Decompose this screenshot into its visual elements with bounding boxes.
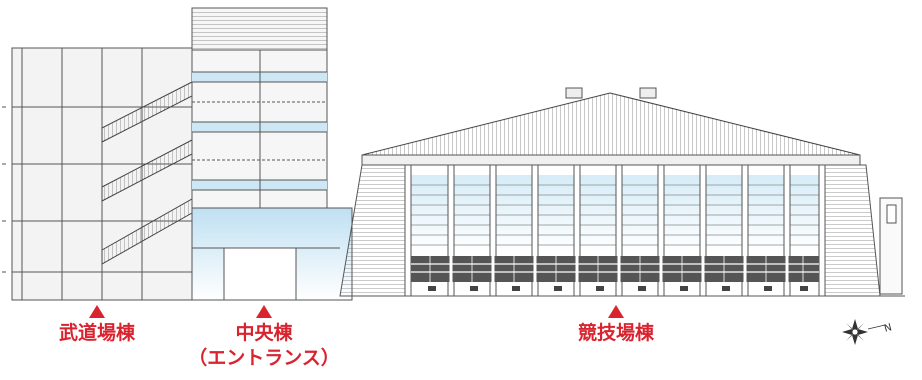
central-building: [191, 7, 353, 301]
arena-marker: [608, 305, 624, 318]
central-sub-label: （エントランス）: [188, 347, 340, 369]
arena-label: 競技場棟: [577, 322, 654, 344]
budo-label: 武道場棟: [58, 322, 135, 344]
central-label: 中央棟: [235, 322, 293, 344]
compass-rose: [842, 319, 886, 345]
budo-building: [2, 47, 193, 301]
budo-marker: [89, 305, 105, 318]
arena-building: [339, 87, 905, 297]
central-marker: [256, 305, 272, 318]
compass-north-letter: N: [883, 322, 893, 335]
